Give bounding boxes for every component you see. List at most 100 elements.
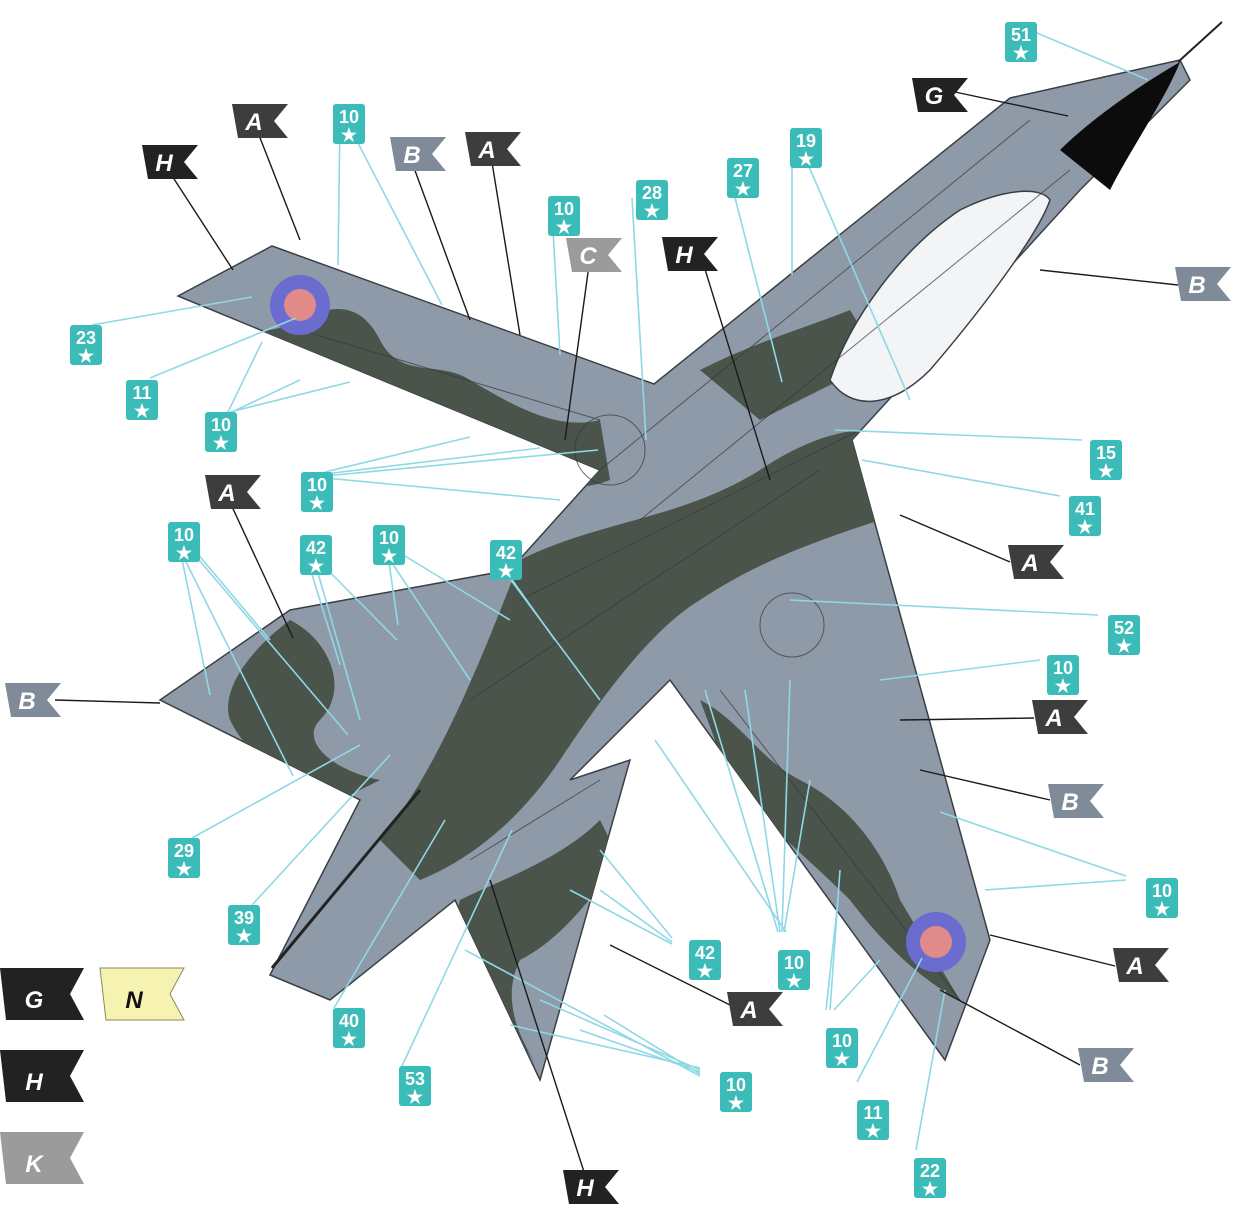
number-tag-bg (1108, 615, 1140, 655)
star-icon: ★ (308, 556, 325, 576)
leader-line (704, 689, 779, 933)
letter-flag: A (1032, 700, 1088, 734)
number-tag-bg (70, 325, 102, 365)
callout-tags: 51★10★10★28★27★19★23★11★10★10★10★42★10★4… (0, 22, 1231, 1204)
number-tag-bg (126, 380, 158, 420)
number-tag-bg (857, 1100, 889, 1140)
legend-flag-bg (0, 1132, 84, 1184)
legend-flag-label: N (125, 987, 143, 1014)
number-tag: 10★ (205, 412, 237, 453)
leader-line (856, 957, 923, 1083)
number-tag-bg (1005, 22, 1037, 62)
star-icon: ★ (341, 125, 358, 145)
star-icon: ★ (556, 217, 573, 237)
number-tag-label: 10 (379, 528, 399, 548)
letter-flag: A (1008, 545, 1064, 579)
number-tag: 27★ (727, 158, 759, 199)
letter-flag: A (1113, 948, 1169, 982)
leader-line (861, 459, 1061, 497)
number-tag-bg (333, 1008, 365, 1048)
number-tag: 29★ (168, 838, 200, 879)
number-tag: 42★ (490, 540, 522, 581)
number-tag-bg (1047, 655, 1079, 695)
leader-line (254, 124, 301, 241)
number-tag-bg (490, 540, 522, 580)
star-icon: ★ (834, 1049, 851, 1069)
legend-flag-label: K (25, 1151, 44, 1178)
star-icon: ★ (1055, 676, 1072, 696)
number-tag: 10★ (301, 472, 333, 513)
panel-lines (299, 119, 1071, 1001)
letter-flag-bg (1032, 700, 1088, 734)
number-tag-label: 10 (554, 199, 574, 219)
leader-line (1039, 269, 1179, 286)
number-tag: 10★ (720, 1072, 752, 1113)
number-tag-label: 10 (726, 1075, 746, 1095)
letter-flag: G (912, 78, 968, 112)
leader-line (899, 514, 1011, 563)
star-icon: ★ (78, 346, 95, 366)
letter-flag-bg (142, 145, 198, 179)
letter-flag-bg (1175, 267, 1231, 301)
number-tag-label: 41 (1075, 499, 1095, 519)
leader-line (939, 989, 1081, 1066)
letter-flag: A (727, 992, 783, 1026)
letter-flag: H (142, 145, 198, 179)
letter-flag-label: H (155, 150, 173, 177)
leader-line (919, 769, 1051, 801)
number-tag: 10★ (826, 1028, 858, 1069)
star-icon: ★ (1154, 899, 1171, 919)
number-tag-label: 10 (339, 107, 359, 127)
star-icon: ★ (786, 971, 803, 991)
number-tag: 51★ (1005, 22, 1037, 63)
number-tag: 42★ (689, 940, 721, 981)
letter-flag-bg (662, 237, 718, 271)
letter-flag-bg (727, 992, 783, 1026)
star-icon: ★ (922, 1179, 939, 1199)
leader-line (833, 959, 881, 1011)
letter-flag-label: C (579, 243, 597, 270)
number-tag-label: 22 (920, 1161, 940, 1181)
star-icon: ★ (735, 179, 752, 199)
letter-flag-label: H (576, 1175, 594, 1202)
pitot-probe (1177, 21, 1223, 63)
letter-flag-bg (1078, 1048, 1134, 1082)
letter-flag: B (5, 683, 61, 717)
letter-flag-label: B (1091, 1053, 1108, 1080)
leader-line (311, 551, 361, 721)
letter-flag-bg (390, 137, 446, 171)
number-tag-bg (168, 838, 200, 878)
letter-flag-label: A (477, 137, 495, 164)
number-tag-label: 23 (76, 328, 96, 348)
leader-line (191, 744, 361, 839)
letter-flag-bg (5, 683, 61, 717)
number-tag-bg (727, 158, 759, 198)
number-tag-bg (1146, 878, 1178, 918)
number-tag-label: 11 (132, 383, 151, 403)
number-tag-label: 51 (1011, 25, 1031, 45)
letter-flag-label: A (1020, 550, 1038, 577)
letter-flag-bg (1048, 784, 1104, 818)
number-tag: 15★ (1090, 440, 1122, 481)
leader-line (489, 879, 586, 1176)
number-tag: 11★ (126, 380, 158, 421)
legend-flag-label: G (25, 987, 44, 1014)
leader-line (177, 539, 211, 696)
star-icon: ★ (341, 1029, 358, 1049)
letter-flag-label: A (244, 109, 262, 136)
legend-flag: N (99, 967, 185, 1021)
letter-flag: A (465, 132, 521, 166)
number-tag-bg (1090, 440, 1122, 480)
number-tag-label: 10 (832, 1031, 852, 1051)
legend-flag: K (0, 1132, 84, 1184)
number-tag-bg (636, 180, 668, 220)
leader-line (879, 659, 1041, 681)
number-tag-label: 42 (695, 943, 715, 963)
number-tag-bg (548, 196, 580, 236)
star-icon: ★ (176, 543, 193, 563)
star-icon: ★ (865, 1121, 882, 1141)
letter-flag-label: A (217, 480, 235, 507)
letter-flag-bg (566, 238, 622, 272)
number-tag: 10★ (333, 104, 365, 145)
